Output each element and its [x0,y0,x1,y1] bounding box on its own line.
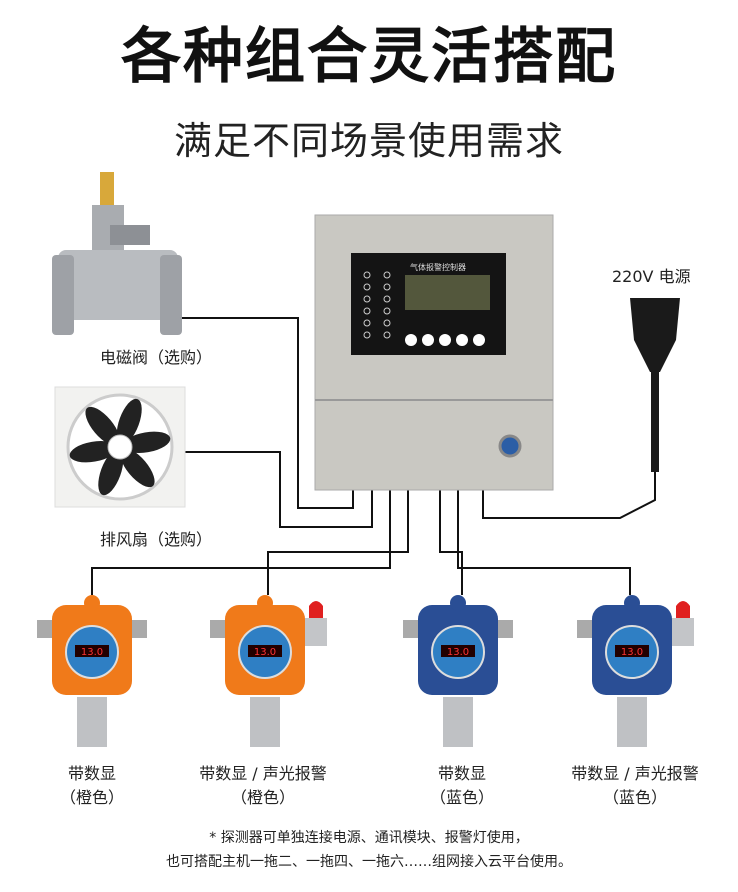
footer-note: * 探测器可单独连接电源、通讯模块、报警灯使用， 也可搭配主机一拖二、一拖四、一… [166,830,572,870]
detector-label-4: 带数显 / 声光报警（蓝色） [571,764,699,807]
fan-label: 排风扇（选购） [100,530,213,549]
wires [91,317,656,595]
detector-reading: 13.0 [254,647,276,658]
detector3-wire [439,488,463,595]
alarm-light-icon [676,601,690,618]
detector2-wire [267,488,409,595]
exhaust-fan-icon [54,386,186,508]
alarm-light-icon [309,601,323,618]
controller-unit [314,214,554,491]
solenoid-valve-icon [52,172,182,335]
detector-reading: 13.0 [81,647,103,658]
panel-title: 气体报警控制器 [410,263,466,272]
power-label: 220V 电源 [612,267,691,286]
detector-reading: 13.0 [447,647,469,658]
gas-detector-2: 13.0 [210,595,327,747]
power-plug-icon [630,298,680,472]
page-title: 各种组合灵活搭配 [121,22,617,92]
page-subtitle: 满足不同场景使用需求 [173,119,564,163]
lock-icon [498,434,522,458]
gas-detector-4: 13.0 [577,595,694,747]
detector-label-1: 带数显（橙色） [59,764,124,807]
detector-label-3: 带数显（蓝色） [429,764,494,807]
detector4-wire [457,488,631,595]
gas-detector-1: 13.0 [37,595,147,747]
detector-reading: 13.0 [621,647,643,658]
lcd-display [405,275,490,310]
fan-wire [185,451,373,528]
gas-detector-3: 13.0 [403,595,513,747]
panel-buttons [405,334,485,346]
detector-label-2: 带数显 / 声光报警（橙色） [199,764,327,807]
valve-wire [180,317,354,509]
valve-label: 电磁阀（选购） [100,348,213,367]
power-wire [482,470,656,519]
detector1-wire [91,488,391,595]
